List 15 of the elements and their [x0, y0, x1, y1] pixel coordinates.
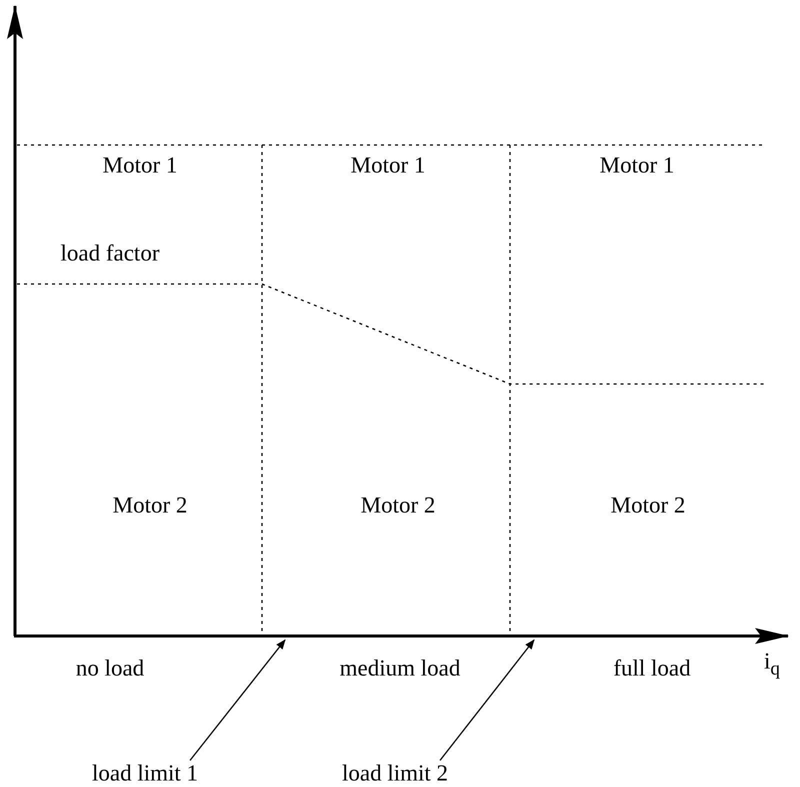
leader-label: load limit 2	[342, 760, 448, 786]
region-label: Motor 1	[102, 152, 178, 178]
region-label: medium load	[340, 655, 460, 681]
region-label: no load	[76, 655, 144, 681]
region-label: Motor 2	[112, 492, 188, 518]
region-label: Motor 1	[350, 152, 426, 178]
region-label: Motor 2	[610, 492, 686, 518]
leader-label: load limit 1	[92, 760, 198, 786]
region-label: full load	[613, 655, 691, 681]
region-label: Motor 2	[360, 492, 436, 518]
region-label: Motor 1	[600, 152, 674, 178]
axis-label: i$_{q}$	[764, 648, 780, 680]
curve-label: load factor	[60, 240, 160, 266]
leader-line	[190, 639, 286, 761]
leader-line	[440, 639, 535, 761]
